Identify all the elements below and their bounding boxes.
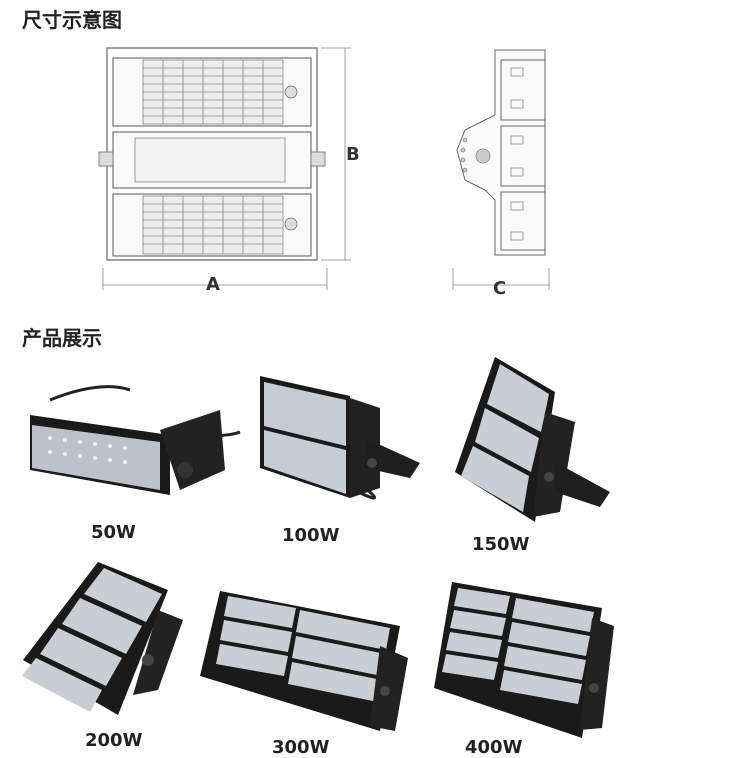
product-label-100w: 100W: [282, 525, 340, 546]
product-image-150w: [445, 352, 615, 527]
product-image-300w: [200, 586, 415, 736]
product-image-100w: [250, 368, 425, 518]
product-image-200w: [18, 560, 193, 720]
dimension-b-label: B: [346, 144, 360, 165]
dimension-a-label: A: [206, 274, 220, 295]
product-label-50w: 50W: [91, 522, 136, 543]
product-label-400w: 400W: [465, 737, 523, 758]
products-section-title: 产品展示: [22, 326, 102, 350]
dimension-c-label: C: [493, 278, 507, 299]
dimensions-section-title: 尺寸示意图: [22, 8, 122, 32]
product-image-400w: [432, 578, 617, 743]
front-view-drawing: [98, 47, 351, 290]
product-image-50w: [20, 380, 245, 510]
product-label-150w: 150W: [472, 534, 530, 555]
product-label-300w: 300W: [272, 737, 330, 758]
product-label-200w: 200W: [85, 730, 143, 751]
side-view-drawing: [452, 49, 550, 290]
